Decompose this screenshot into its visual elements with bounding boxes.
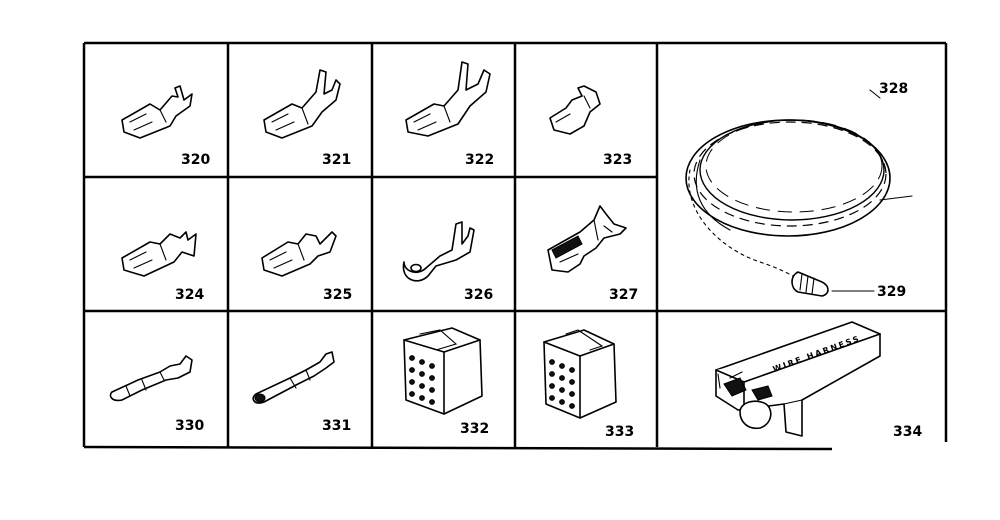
grid-frame	[82, 41, 948, 451]
part-label-321: 321	[322, 152, 351, 168]
socket-terminal-331	[252, 351, 335, 404]
connector-333	[543, 329, 617, 419]
part-label-333: 333	[605, 424, 634, 440]
pin-holes-333	[549, 359, 575, 409]
wire-harness-box-334: WIRE HARNESS	[715, 321, 881, 437]
part-label-330: 330	[175, 418, 204, 434]
part-label-332: 332	[460, 421, 489, 437]
terminal-321	[263, 69, 341, 139]
part-label-325: 325	[323, 287, 352, 303]
terminal-327	[547, 205, 627, 273]
terminal-322	[405, 61, 491, 137]
terminal-320	[121, 85, 193, 139]
terminal-324	[121, 231, 197, 277]
terminal-boot-329	[791, 271, 875, 297]
part-label-329: 329	[877, 284, 906, 300]
part-label-331: 331	[322, 418, 351, 434]
pin-terminal-330	[109, 355, 193, 402]
terminal-325	[261, 231, 337, 277]
part-label-328: 328	[879, 81, 908, 97]
ring-terminal-326	[402, 221, 475, 282]
part-label-324: 324	[175, 287, 204, 303]
connector-332	[403, 327, 483, 415]
part-label-323: 323	[603, 152, 632, 168]
pin-holes-332	[409, 355, 435, 405]
part-label-327: 327	[609, 287, 638, 303]
wire-coil-328	[685, 89, 913, 279]
part-label-320: 320	[181, 152, 210, 168]
part-label-334: 334	[893, 424, 922, 440]
terminal-323	[549, 85, 601, 135]
part-label-326: 326	[464, 287, 493, 303]
part-label-322: 322	[465, 152, 494, 168]
